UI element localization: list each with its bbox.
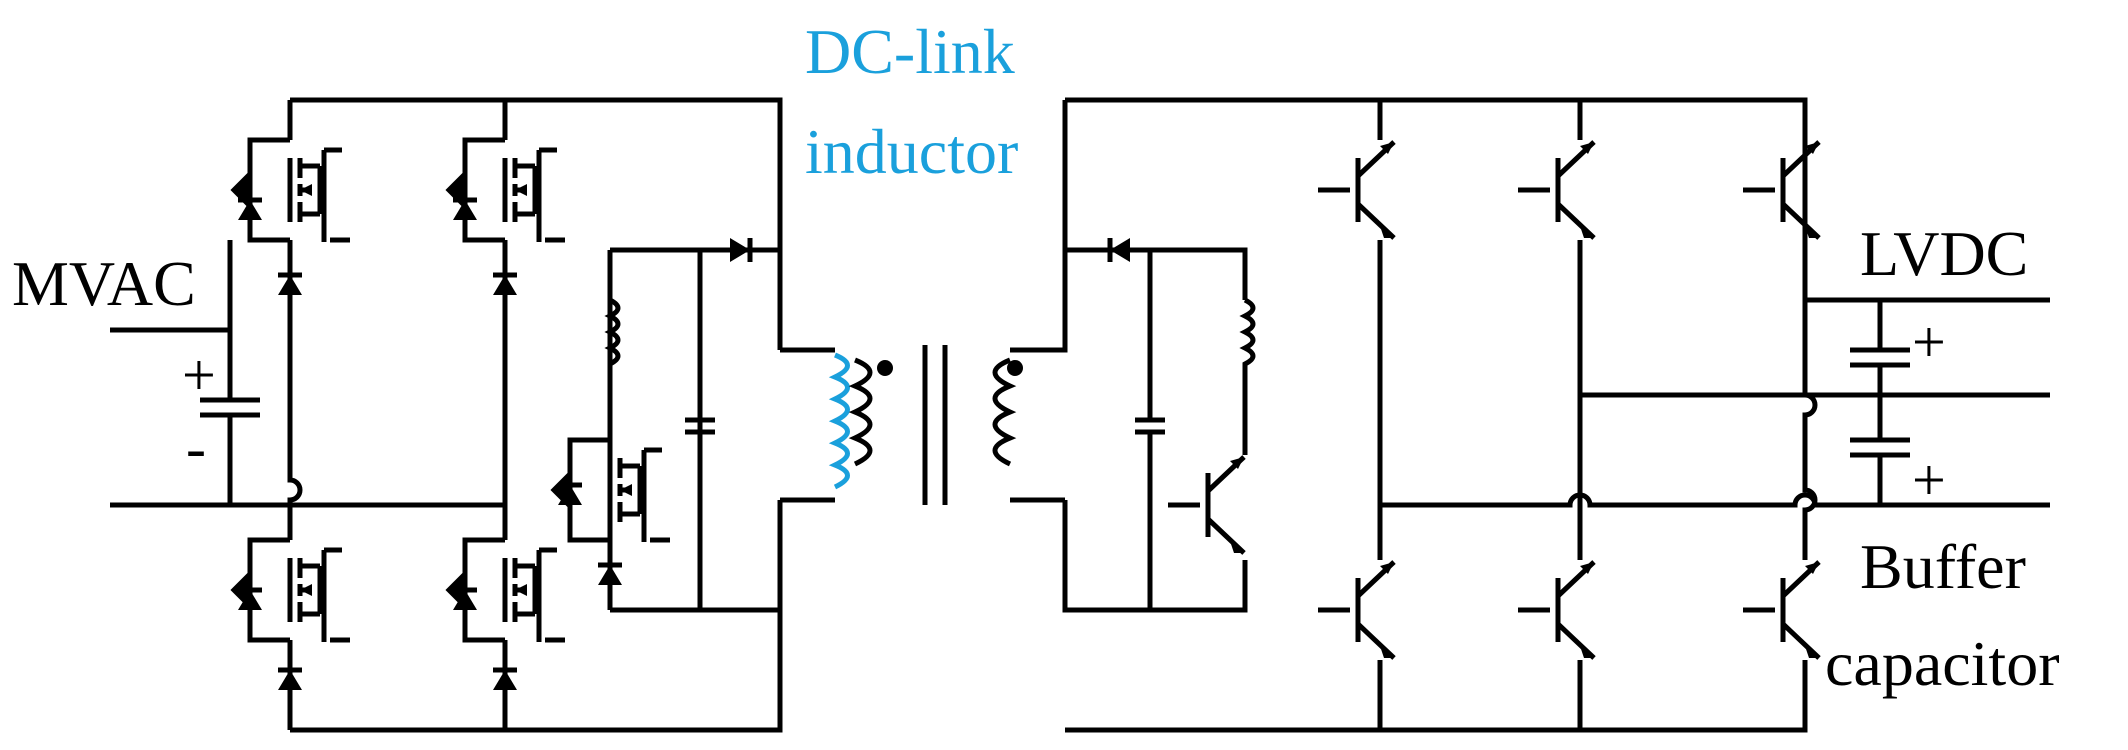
igbt-q4 [1518,562,1594,658]
lvdc-output [1380,297,2050,508]
igbt-chopper [1168,457,1244,553]
buffer-label-line1: Buffer [1860,531,2026,602]
secondary-wiring [1010,100,1150,613]
mvac-plus-sign: + [182,342,216,408]
igbt-q1 [1318,142,1394,238]
diode-d5 [453,200,477,220]
primary-wiring [777,230,835,610]
igbt-q6 [1743,562,1819,658]
diode-d4 [278,670,302,690]
secondary-dot [1007,360,1023,376]
left-top-rail [290,97,783,230]
lvdc-cap1-plus-sign: + [1912,309,1946,375]
diode-d8 [493,670,517,690]
igbt-q3 [1518,142,1594,238]
right-top-rail [1065,97,1808,190]
igbt-q2 [1318,562,1394,658]
diode-d2 [278,275,302,295]
dc-link-label-line1: DC-link [805,16,1015,87]
buffer-label-line2: capacitor [1825,628,2060,699]
lvdc-cap2-plus-sign: + [1912,447,1946,513]
primary-winding [848,357,873,467]
diode-d1 [238,200,262,220]
diode-d6 [493,275,517,295]
diode-dc-right [1110,238,1130,262]
primary-dot [877,360,893,376]
diode-clamp-2 [598,565,622,585]
buffer-capacitors [1850,300,1910,505]
igbt-q5 [1743,142,1819,238]
left-bottom-rail [290,610,783,733]
transformer-core [922,345,948,505]
mvac-capacitor [200,330,260,505]
mvac-minus-sign: - [186,415,206,481]
diode-dc-left [730,238,750,262]
secondary-winding [992,357,1017,467]
dc-link-label-line2: inductor [805,116,1019,187]
right-leg-3 [1802,190,1818,730]
dc-link-inductor [828,352,850,490]
mvac-label: MVAC [12,248,196,319]
right-bottom-rail [1065,670,1808,733]
lvdc-label: LVDC [1860,218,2029,289]
